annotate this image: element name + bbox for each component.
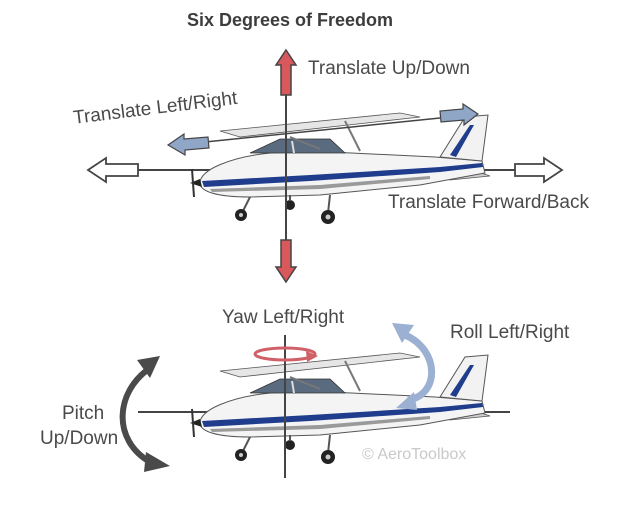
translate-left-arrow-icon bbox=[166, 132, 210, 157]
translate-right-arrow-icon bbox=[439, 102, 480, 127]
label-translate-forward-back: Translate Forward/Back bbox=[388, 192, 589, 213]
label-pitch-line1: Pitch bbox=[62, 403, 105, 424]
translate-down-arrow-icon bbox=[274, 239, 298, 284]
copyright-watermark: © AeroToolbox bbox=[362, 446, 467, 463]
yaw-arrow-icon bbox=[253, 346, 318, 362]
translate-forward-arrow-icon bbox=[86, 156, 139, 184]
pitch-arrow-icon bbox=[119, 356, 170, 472]
translate-up-arrow-icon bbox=[274, 48, 298, 96]
label-roll: Roll Left/Right bbox=[450, 322, 570, 343]
label-yaw: Yaw Left/Right bbox=[222, 307, 345, 328]
diagram-title: Six Degrees of Freedom bbox=[186, 10, 394, 30]
roll-arrow-icon bbox=[392, 323, 436, 410]
translate-back-arrow-icon bbox=[514, 156, 564, 184]
label-translate-up-down: Translate Up/Down bbox=[308, 58, 470, 79]
y-axis-top bbox=[204, 117, 441, 143]
label-pitch-line2: Up/Down bbox=[40, 428, 119, 449]
